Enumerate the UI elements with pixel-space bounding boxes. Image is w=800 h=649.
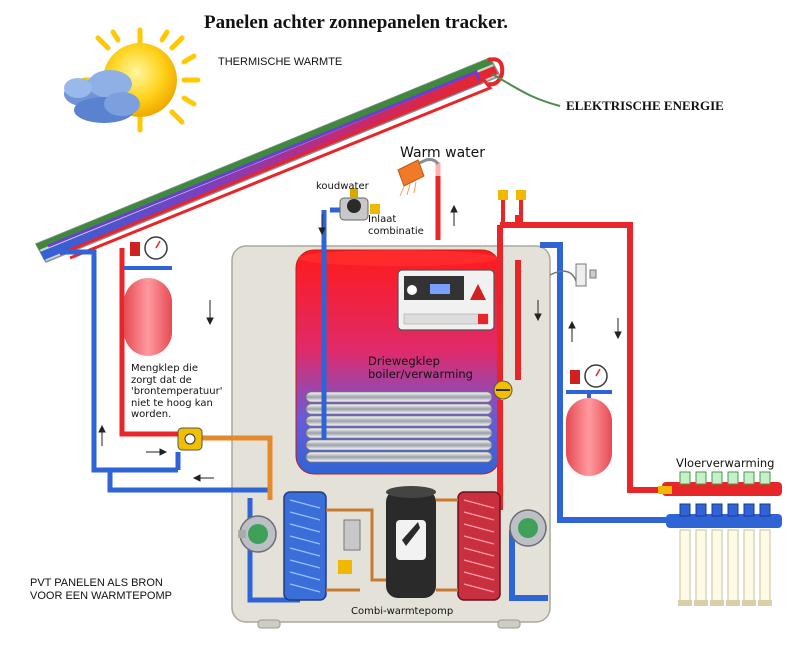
pressure-gauge-icon	[566, 364, 612, 394]
diagram-title: Panelen achter zonnepanelen tracker.	[204, 12, 508, 33]
electric-cable	[491, 73, 561, 107]
combi-heatpump-label: Combi-warmtepomp	[351, 606, 454, 617]
refrigerant-pipes	[326, 498, 458, 592]
warm-water-label: Warm water	[400, 145, 486, 161]
three-way-valve	[493, 380, 513, 400]
inlet-combination-label: Inlaat combinatie	[368, 214, 424, 237]
underfloor-manifold	[658, 471, 782, 606]
shower-icon	[397, 158, 440, 197]
flow-arrows	[98, 204, 622, 482]
compressor-icon	[386, 486, 436, 598]
pump-icon	[509, 509, 547, 547]
inlet-combination-valve	[339, 188, 380, 221]
thermal-heat-label: THERMISCHE WARMTE	[218, 56, 343, 68]
heat-exchanger-coil	[305, 391, 493, 463]
mixing-valve-label: Mengklep die zorgt dat de 'brontemperatu…	[131, 363, 223, 420]
three-way-valve-label: Driewegklep boiler/verwarming	[368, 354, 473, 382]
pressure-gauge-icon	[124, 236, 172, 270]
heat-exchanger-right	[457, 491, 501, 601]
thermostat-display-icon	[397, 269, 495, 331]
pump-icon	[238, 515, 277, 553]
expansion-valve	[338, 519, 361, 574]
heat-exchanger-left	[283, 491, 327, 601]
electric-energy-label: ELEKTRISCHE ENERGIE	[566, 98, 724, 113]
power-plug-icon	[549, 263, 597, 287]
cloud-icon	[64, 70, 140, 123]
air-vent	[498, 190, 526, 225]
pvt-source-label: PVT PANELEN ALS BRON VOOR EEN WARMTEPOMP	[30, 577, 172, 602]
mixing-valve	[177, 427, 203, 451]
cold-water-label: koudwater	[316, 181, 369, 192]
expansion-vessel-icon	[124, 278, 172, 356]
pvt-panel	[34, 57, 505, 263]
collector-loop-pipes	[60, 248, 300, 603]
expansion-vessel-icon	[566, 390, 612, 476]
underfloor-heating-label: Vloerverwarming	[676, 456, 775, 470]
